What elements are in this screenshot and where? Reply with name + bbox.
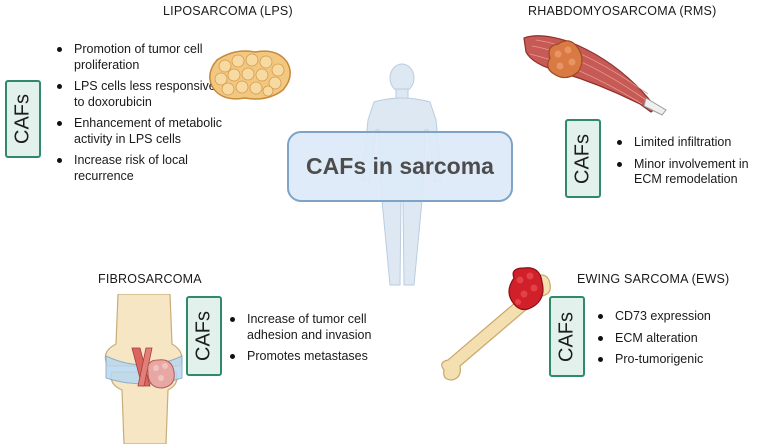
lps-bullet: LPS cells less responsive to doxorubicin [54,79,224,110]
lps-title: LIPOSARCOMA (LPS) [163,4,293,18]
lps-cafs-label: CAFs [11,94,34,144]
fibro-cafs-label: CAFs [192,311,215,361]
lps-bullet-list: Promotion of tumor cell proliferation LP… [54,42,224,190]
knee-joint-icon [104,294,183,444]
center-title: CAFs in sarcoma [306,153,494,179]
ews-cafs-label: CAFs [555,311,578,362]
fibro-cafs-box: CAFs [186,296,222,376]
rms-bullet-list: Limited infiltration Minor involvement i… [614,135,764,194]
rms-cafs-box: CAFs [565,119,601,198]
ews-bullet-list: CD73 expression ECM alteration Pro-tumor… [595,309,755,374]
ews-cafs-box: CAFs [549,296,585,377]
rms-bullet: Minor involvement in ECM remodelation [614,157,764,188]
fibro-bullet-list: Increase of tumor cell adhesion and inva… [227,312,387,371]
rms-title: RHABDOMYOSARCOMA (RMS) [528,4,717,18]
rms-bullet: Limited infiltration [614,135,764,151]
fat-tissue-icon [209,50,291,100]
lps-bullet: Increase risk of local recurrence [54,153,224,184]
ews-bullet: ECM alteration [595,331,755,347]
fibro-bullet: Increase of tumor cell adhesion and inva… [227,312,387,343]
center-title-box: CAFs in sarcoma [287,131,513,202]
lps-bullet: Promotion of tumor cell proliferation [54,42,224,73]
fibro-title: FIBROSARCOMA [98,272,202,286]
muscle-with-tumor-icon [523,35,667,116]
lps-bullet: Enhancement of metabolic activity in LPS… [54,116,224,147]
bone-with-tumor-icon [441,267,551,381]
ews-bullet: Pro-tumorigenic [595,352,755,368]
ews-title: EWING SARCOMA (EWS) [577,272,730,286]
ews-bullet: CD73 expression [595,309,755,325]
fibro-bullet: Promotes metastases [227,349,387,365]
rms-cafs-label: CAFs [571,133,594,184]
lps-cafs-box: CAFs [5,80,41,158]
